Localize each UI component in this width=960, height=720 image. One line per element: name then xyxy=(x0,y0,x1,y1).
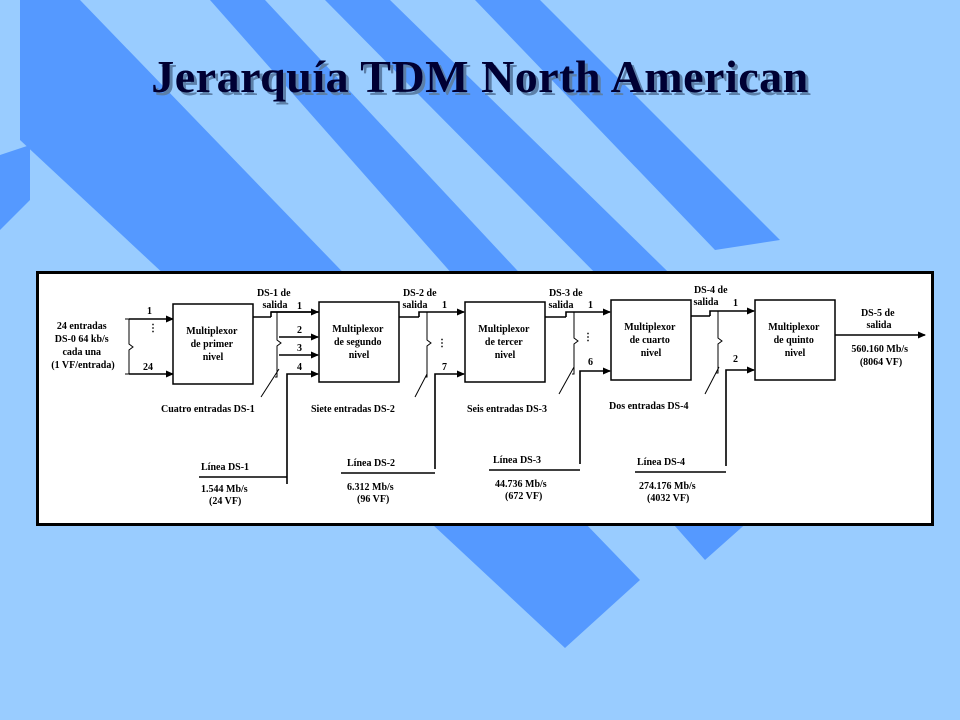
line-rate: 6.312 Mb/s xyxy=(347,482,394,493)
ds2-line: Línea DS-2 6.312 Mb/s (96 VF) xyxy=(341,458,435,505)
input-number: 6 xyxy=(588,357,593,368)
input-number: 1 xyxy=(588,300,593,311)
multiplexer-level-1: Multiplexor de primer nivel xyxy=(172,303,254,385)
stage-input-label: Cuatro entradas DS-1 xyxy=(161,404,255,415)
multiplexer-label: Multiplexor de quinto nivel xyxy=(768,322,821,359)
stage-4-inputs: 1 6 ⋮ Seis entradas DS-3 xyxy=(467,300,611,464)
multiplexer-level-3: Multiplexor de tercer nivel xyxy=(464,301,546,383)
line-rate: 44.736 Mb/s xyxy=(495,479,547,490)
ds5-output: DS-5 de salida 560.160 Mb/s (8064 VF) xyxy=(835,308,926,368)
multiplexer-level-5: Multiplexor de quinto nivel xyxy=(754,299,836,381)
multiplexer-label: Multiplexor de segundo nivel xyxy=(332,324,385,361)
input-number: 2 xyxy=(733,354,738,365)
line-name: Línea DS-2 xyxy=(347,458,395,469)
tdm-hierarchy-diagram: 24 entradas DS-0 64 kb/s cada una (1 VF/… xyxy=(36,271,934,526)
input-number: 1 xyxy=(297,301,302,312)
input-number: 1 xyxy=(442,300,447,311)
multiplexer-label: Multiplexor de cuarto nivel xyxy=(624,322,677,359)
ds1-output-label: DS-1 de salida xyxy=(257,288,293,311)
multiplexer-label: Multiplexor de tercer nivel xyxy=(478,324,531,361)
ds4-line: Línea DS-4 274.176 Mb/s (4032 VF) xyxy=(635,457,726,504)
input-group: 24 entradas DS-0 64 kb/s cada una (1 VF/… xyxy=(51,306,174,378)
input-brace xyxy=(125,318,134,375)
line-name: Línea DS-1 xyxy=(201,462,249,473)
stage-input-label: Dos entradas DS-4 xyxy=(609,401,688,412)
input-number: 3 xyxy=(297,343,302,354)
input-number: 1 xyxy=(733,298,738,309)
line-name: Línea DS-4 xyxy=(637,457,685,468)
stripe xyxy=(475,0,780,250)
input-label: 24 entradas DS-0 64 kb/s cada una (1 VF/… xyxy=(51,321,114,371)
multiplexer-level-4: Multiplexor de cuarto nivel xyxy=(610,299,692,381)
line-vf: (672 VF) xyxy=(505,491,542,502)
line-vf: (24 VF) xyxy=(209,496,241,507)
input-number-last: 24 xyxy=(143,362,153,373)
ellipsis-icon: ⋮ xyxy=(583,332,593,343)
stage-input-label: Seis entradas DS-3 xyxy=(467,404,547,415)
ds5-output-label: DS-5 de salida xyxy=(861,308,897,331)
multiplexer-level-2: Multiplexor de segundo nivel xyxy=(318,301,400,383)
stage-input-label: Siete entradas DS-2 xyxy=(311,404,395,415)
ds1-line: Línea DS-1 1.544 Mb/s (24 VF) xyxy=(199,462,287,507)
input-number-first: 1 xyxy=(147,306,152,317)
diagram-canvas: 24 entradas DS-0 64 kb/s cada una (1 VF/… xyxy=(51,285,926,507)
input-number: 7 xyxy=(442,362,447,373)
page-title: Jerarquía TDM North American xyxy=(151,51,809,102)
stage-3-inputs: 1 7 ⋮ Siete entradas DS-2 xyxy=(311,300,465,469)
ellipsis-icon: ⋮ xyxy=(437,338,447,349)
ds5-rate: 560.160 Mb/s (8064 VF) xyxy=(851,344,910,368)
ellipsis-icon: ⋮ xyxy=(148,323,158,334)
stage-2-inputs: 1 2 3 4 Cuatro entradas DS-1 xyxy=(161,301,319,484)
ds3-line: Línea DS-3 44.736 Mb/s (672 VF) xyxy=(489,455,580,502)
ds4-output-label: DS-4 de salida xyxy=(693,285,730,308)
ds3-output-label: DS-3 de salida xyxy=(548,288,585,311)
line-rate: 1.544 Mb/s xyxy=(201,484,248,495)
multiplexer-label: Multiplexor de primer nivel xyxy=(186,326,239,363)
line-name: Línea DS-3 xyxy=(493,455,541,466)
stripe xyxy=(0,145,30,230)
line-vf: (96 VF) xyxy=(357,494,389,505)
ds2-output-label: DS-2 de salida xyxy=(402,288,439,311)
input-number: 4 xyxy=(297,362,302,373)
input-number: 2 xyxy=(297,325,302,336)
line-vf: (4032 VF) xyxy=(647,493,689,504)
stage-5-inputs: 1 2 Dos entradas DS-4 xyxy=(609,298,755,466)
line-rate: 274.176 Mb/s xyxy=(639,481,696,492)
